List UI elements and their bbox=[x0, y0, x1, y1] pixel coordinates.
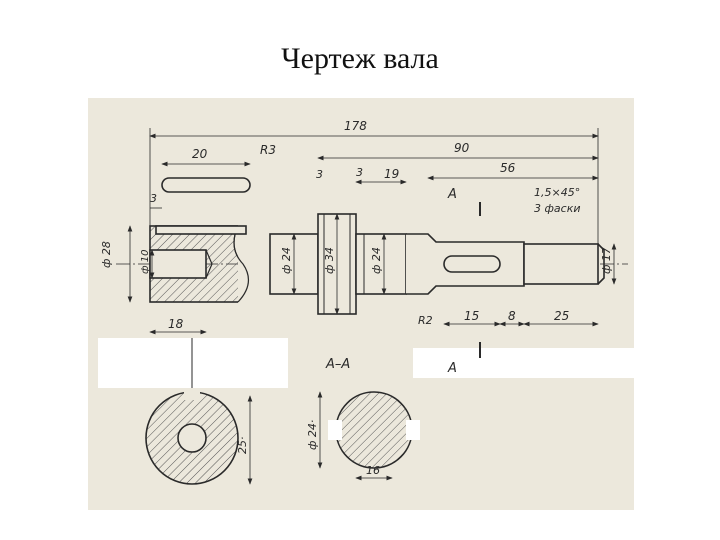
dim-3a: 3 bbox=[150, 192, 157, 205]
dim-10: ф 10 bbox=[140, 250, 151, 274]
dim-16: 16 bbox=[366, 464, 380, 477]
shaft-drawing: 178 90 56 20 R3 3 3 3 19 ф 28 ф 10 ф 24 … bbox=[88, 98, 634, 510]
section-view-left-bore bbox=[177, 423, 207, 453]
section-title: A–A bbox=[325, 357, 350, 372]
dim-28: ф 28 bbox=[100, 241, 113, 268]
section-mark-top: A bbox=[447, 187, 457, 202]
slide-title: Чертеж вала bbox=[281, 42, 439, 75]
dim-18: 18 bbox=[168, 317, 184, 331]
section-mark-bottom: A bbox=[447, 361, 457, 376]
dim-20: 20 bbox=[192, 147, 208, 161]
dim-r3: R3 bbox=[260, 143, 276, 157]
shaft-keyway bbox=[443, 255, 501, 273]
dim-90: 90 bbox=[454, 141, 470, 155]
shaft-end-17 bbox=[523, 243, 599, 285]
section-view-left-key bbox=[184, 390, 200, 400]
dim-3c: 3 bbox=[356, 166, 363, 179]
dim-3b: 3 bbox=[316, 168, 323, 181]
white-patch-left bbox=[98, 338, 288, 388]
dim-24c: ф 24· bbox=[306, 420, 319, 450]
dim-15: 15 bbox=[464, 309, 479, 323]
section-view-aa bbox=[335, 391, 413, 469]
dim-25b: 25· bbox=[236, 437, 249, 455]
top-keyway bbox=[155, 225, 247, 235]
dim-8: 8 bbox=[508, 309, 516, 323]
left-bore bbox=[149, 249, 207, 279]
chamfer-label: 1,5×45° bbox=[534, 186, 580, 199]
dim-56: 56 bbox=[500, 161, 516, 175]
white-patch-right bbox=[413, 348, 634, 378]
dim-r2: R2 bbox=[418, 314, 433, 327]
dim-19: 19 bbox=[384, 167, 399, 181]
dim-24a: ф 24 bbox=[280, 247, 293, 274]
dim-25a: 25 bbox=[554, 309, 569, 323]
slot-view bbox=[161, 177, 251, 193]
dim-17: ф 17 bbox=[600, 247, 613, 274]
dim-178: 178 bbox=[344, 119, 367, 133]
chamfer-note: 3 фаски bbox=[534, 202, 580, 215]
dim-24b: ф 24 bbox=[370, 247, 383, 274]
dim-34: ф 34 bbox=[323, 247, 336, 274]
